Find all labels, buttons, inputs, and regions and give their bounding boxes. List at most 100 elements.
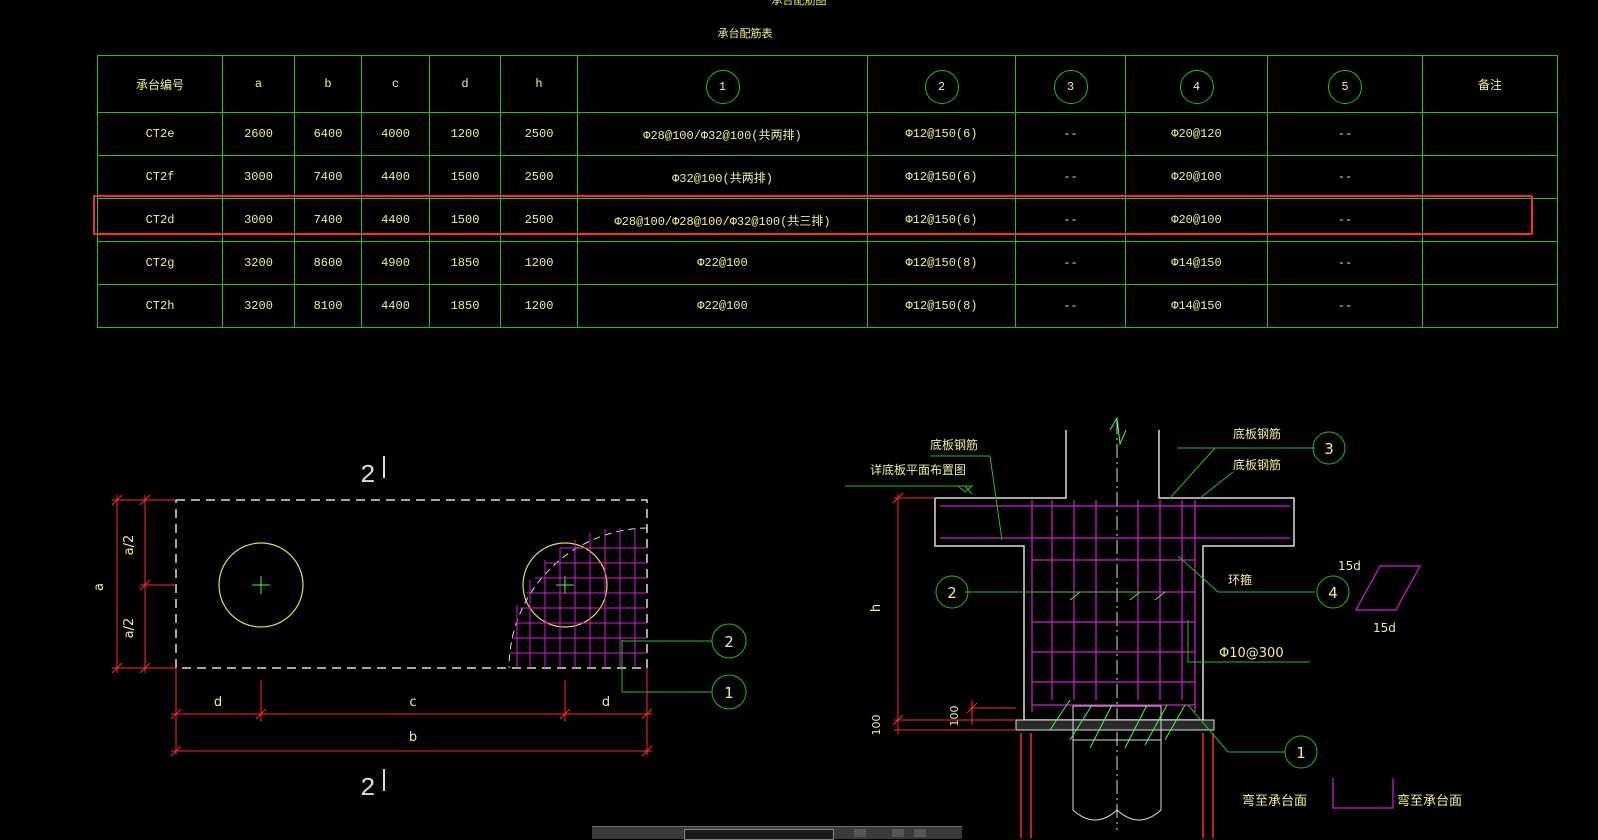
- cushion-layer: [1015, 719, 1215, 731]
- cell-d: 1200: [429, 112, 501, 156]
- label-15d-bottom: 15d: [1373, 621, 1396, 635]
- cell-a: 3200: [222, 241, 295, 285]
- section-dim-100-left: 100: [870, 715, 883, 736]
- row-highlight-box: [93, 195, 1533, 235]
- section-callout-3: 3: [1324, 440, 1334, 458]
- cell-rebar-4: Φ14@150: [1125, 284, 1268, 328]
- cell-rebar-3: --: [1015, 112, 1126, 156]
- cell-rebar-3: --: [1015, 241, 1126, 285]
- cell-rebar-4: Φ20@120: [1125, 112, 1268, 156]
- rebar-4-marker: 4: [1179, 70, 1214, 104]
- command-button[interactable]: [854, 829, 866, 837]
- cell-b: 7400: [294, 155, 362, 199]
- section-mark-top: 2: [360, 460, 376, 490]
- header-a: a: [222, 55, 295, 113]
- cell-a: 2600: [222, 112, 295, 156]
- pile-left: [218, 542, 304, 628]
- label-15d-top: 15d: [1338, 559, 1361, 573]
- command-button[interactable]: [892, 829, 904, 837]
- section-hatch: [1049, 591, 1186, 749]
- cell-rebar-4: Φ20@100: [1125, 155, 1268, 199]
- cell-rebar-2: Φ12@150(6): [867, 155, 1016, 199]
- cell-c: 4900: [361, 241, 430, 285]
- cell-h: 2500: [500, 155, 578, 199]
- header-cap-id: 承台编号: [97, 55, 223, 113]
- plan-callout-1: 1: [724, 684, 734, 702]
- rebar-5-marker: 5: [1328, 70, 1362, 104]
- cell-a: 3000: [222, 155, 295, 199]
- header-rebar-2: 2: [867, 55, 1016, 113]
- header-h: h: [500, 55, 578, 113]
- section-view: h 100 100 3 2 4 1 底板钢筋 详底板平面布置图 底板钢筋 底板钢…: [845, 416, 1462, 838]
- cell-remarks: [1422, 241, 1558, 285]
- cell-cap-id: CT2e: [97, 112, 223, 156]
- label-bend-1: 弯至承台面: [1242, 793, 1307, 809]
- section-callout-1: 1: [1296, 744, 1306, 762]
- cell-rebar-1: Φ22@100: [577, 284, 868, 328]
- header-rebar-5: 5: [1267, 55, 1423, 113]
- label-hoop: 环箍: [1228, 572, 1252, 587]
- label-bottom-bar: 底板钢筋: [930, 437, 978, 452]
- rebar-2-marker: 2: [924, 70, 959, 104]
- command-button[interactable]: [914, 829, 926, 837]
- pile-head: [1072, 705, 1162, 741]
- dim-a-half-top: a/2: [122, 535, 137, 556]
- section-rebar: [940, 500, 1290, 712]
- cell-b: 8600: [294, 241, 362, 285]
- pile-cut-symbol: [1072, 740, 1162, 821]
- section-callout-2: 2: [947, 584, 957, 602]
- cell-d: 1850: [429, 284, 501, 328]
- hook-symbol: [1354, 565, 1422, 611]
- label-bottom-bar-right-1: 底板钢筋: [1233, 426, 1281, 441]
- cell-rebar-4: Φ14@150: [1125, 241, 1268, 285]
- cell-rebar-5: --: [1267, 284, 1423, 328]
- cell-remarks: [1422, 284, 1558, 328]
- cell-rebar-5: --: [1267, 155, 1423, 199]
- cell-rebar-3: --: [1015, 155, 1126, 199]
- drawing-title-fragment: 承台配筋图: [771, 0, 827, 7]
- dimension-b: [170, 668, 653, 757]
- section-callout-4: 4: [1328, 584, 1338, 602]
- label-plan-ref: 详底板平面布置图: [870, 462, 966, 477]
- cell-rebar-2: Φ12@150(8): [867, 241, 1016, 285]
- command-input[interactable]: [684, 829, 834, 840]
- cell-rebar-1: Φ32@100(共两排): [577, 155, 868, 199]
- section-dim-h: h: [869, 604, 884, 612]
- cell-rebar-2: Φ12@150(8): [867, 284, 1016, 328]
- section-callout-4-circle: [1316, 575, 1350, 609]
- label-bend-2: 弯至承台面: [1397, 793, 1462, 809]
- dimension-a: [111, 494, 176, 674]
- header-rebar-3: 3: [1015, 55, 1126, 113]
- cell-c: 4400: [361, 284, 430, 328]
- section-callout-3-circle: [1312, 431, 1346, 465]
- cell-h: 2500: [500, 112, 578, 156]
- section-mark-bottom: 2: [360, 773, 376, 803]
- section-callout-2-circle: [935, 575, 969, 609]
- cell-rebar-3: --: [1015, 284, 1126, 328]
- cell-rebar-2: Φ12@150(6): [867, 112, 1016, 156]
- cell-remarks: [1422, 155, 1558, 199]
- table-header-row: 承台编号 a b c d h 1 2 3 4 5 备注: [97, 55, 1558, 113]
- dim-d-right: d: [602, 695, 610, 710]
- cell-rebar-1: Φ28@100/Φ32@100(共两排): [577, 112, 868, 156]
- dim-d-left: d: [214, 695, 222, 710]
- cell-a: 3200: [222, 284, 295, 328]
- dim-c: c: [409, 695, 416, 710]
- cell-d: 1500: [429, 155, 501, 199]
- cell-cap-id: CT2f: [97, 155, 223, 199]
- cell-d: 1850: [429, 241, 501, 285]
- command-bar[interactable]: [592, 826, 962, 840]
- rebar-1-marker: 1: [705, 70, 740, 104]
- pile-cap-outline: [175, 499, 648, 669]
- rebar-3-marker: 3: [1053, 70, 1088, 104]
- dim-a-half-bottom: a/2: [122, 618, 137, 639]
- header-d: d: [429, 55, 501, 113]
- section-callout-1-circle: [1284, 735, 1318, 769]
- header-rebar-1: 1: [577, 55, 868, 113]
